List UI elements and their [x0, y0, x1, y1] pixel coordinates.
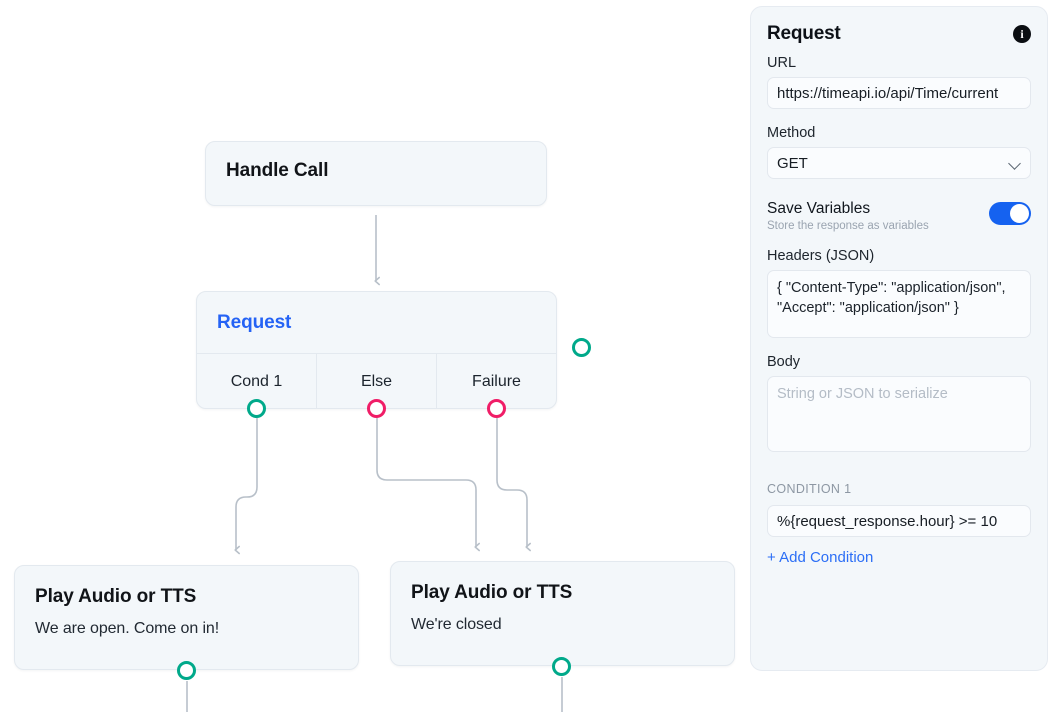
info-icon[interactable]: i [1013, 25, 1031, 43]
node-play-audio-closed-subtitle: We're closed [411, 616, 502, 633]
node-request-output-else[interactable]: Else [317, 354, 437, 408]
method-label: Method [767, 125, 816, 141]
node-request-outputs: Cond 1 Else Failure [197, 353, 556, 408]
panel-header: Request i [767, 23, 1031, 45]
save-variables-toggle[interactable] [989, 202, 1031, 225]
node-play-audio-open-title: Play Audio or TTS [35, 586, 197, 607]
headers-label: Headers (JSON) [767, 248, 875, 264]
headers-textarea[interactable]: { "Content-Type": "application/json", "A… [767, 270, 1031, 338]
port-handle-call-out[interactable] [572, 338, 591, 357]
node-handle-call[interactable]: Handle Call [205, 141, 591, 357]
node-request-title: Request [217, 312, 292, 333]
port-request-cond1[interactable] [247, 399, 266, 418]
output-label-else: Else [360, 372, 393, 390]
output-label-cond1: Cond 1 [230, 372, 283, 390]
node-request-output-failure[interactable]: Failure [437, 354, 556, 408]
edge-failure-to-closed [496, 418, 531, 552]
method-select[interactable]: GET [767, 147, 1031, 179]
chevron-down-icon [1010, 158, 1021, 169]
save-variables-row: Save Variables Store the response as var… [767, 200, 1031, 232]
node-play-audio-closed-title: Play Audio or TTS [411, 582, 573, 603]
node-play-audio-open[interactable]: Play Audio or TTS We are open. Come on i… [14, 565, 359, 670]
edge-else-to-closed [376, 418, 480, 552]
port-play-audio-open-out[interactable] [177, 661, 196, 680]
condition-caption: CONDITION 1 [767, 482, 852, 496]
add-condition-button[interactable]: + Add Condition [767, 549, 874, 566]
save-variables-label: Save Variables [767, 200, 871, 217]
save-variables-description: Store the response as variables [767, 220, 929, 232]
body-label: Body [767, 354, 801, 370]
body-textarea[interactable]: String or JSON to serialize [767, 376, 1031, 452]
toggle-knob [1010, 204, 1029, 223]
edge-cond1-to-open [234, 418, 258, 555]
node-request-output-cond1[interactable]: Cond 1 [197, 354, 317, 408]
url-input[interactable]: https://timeapi.io/api/Time/current [767, 77, 1031, 109]
port-play-audio-closed-out[interactable] [552, 657, 571, 676]
condition-input[interactable]: %{request_response.hour} >= 10 [767, 505, 1031, 537]
output-label-failure: Failure [472, 372, 521, 390]
node-play-audio-closed[interactable]: Play Audio or TTS We're closed [390, 561, 735, 666]
node-request[interactable]: Request Cond 1 Else Failure [196, 291, 557, 409]
node-play-audio-open-subtitle: We are open. Come on in! [35, 620, 220, 637]
node-request-header: Request [197, 292, 556, 353]
port-request-failure[interactable] [487, 399, 506, 418]
save-variables-text: Save Variables Store the response as var… [767, 200, 929, 232]
url-label: URL [767, 55, 797, 71]
node-handle-call-title: Handle Call [226, 160, 329, 181]
request-properties-panel: Request i URL https://timeapi.io/api/Tim… [750, 6, 1048, 671]
method-selected-value: GET [777, 154, 808, 172]
port-request-else[interactable] [367, 399, 386, 418]
panel-title: Request [767, 23, 841, 44]
